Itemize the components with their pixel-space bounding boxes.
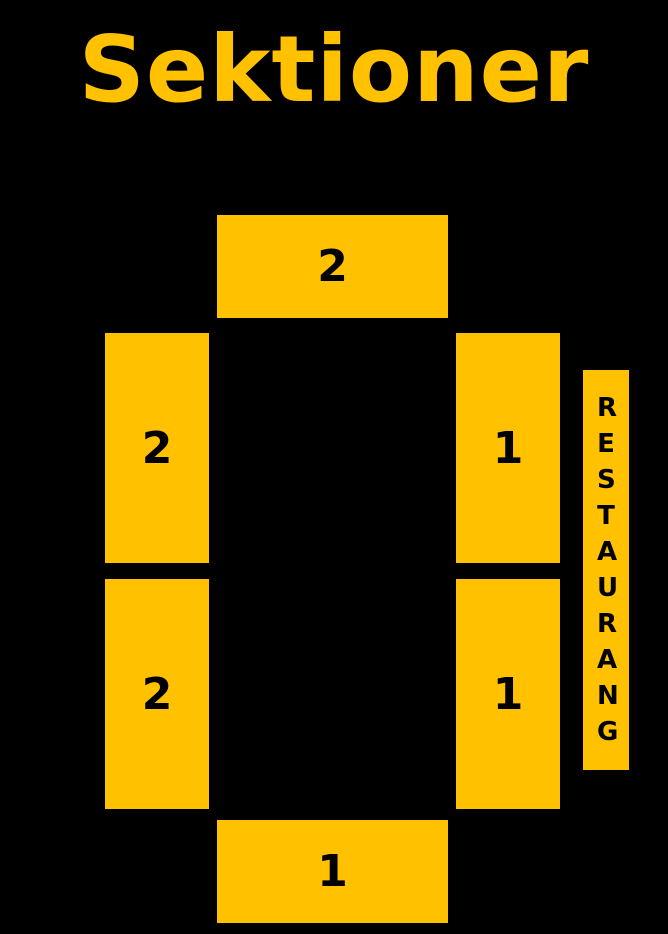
section-number: 2 (141, 422, 173, 474)
section-right-lower: 1 (456, 579, 560, 809)
restaurant-area: RESTAURANG (583, 370, 629, 770)
section-number: 1 (492, 422, 524, 474)
restaurant-label: RESTAURANG (596, 393, 619, 747)
section-number: 2 (141, 668, 173, 720)
section-top: 2 (217, 215, 448, 318)
section-number: 1 (317, 846, 348, 897)
section-number: 1 (492, 668, 524, 720)
section-left-lower: 2 (105, 579, 209, 809)
page-title: Sektioner (78, 16, 590, 123)
section-number: 2 (317, 241, 348, 292)
section-left-upper: 2 (105, 333, 209, 563)
section-right-upper: 1 (456, 333, 560, 563)
section-bottom: 1 (217, 820, 448, 923)
